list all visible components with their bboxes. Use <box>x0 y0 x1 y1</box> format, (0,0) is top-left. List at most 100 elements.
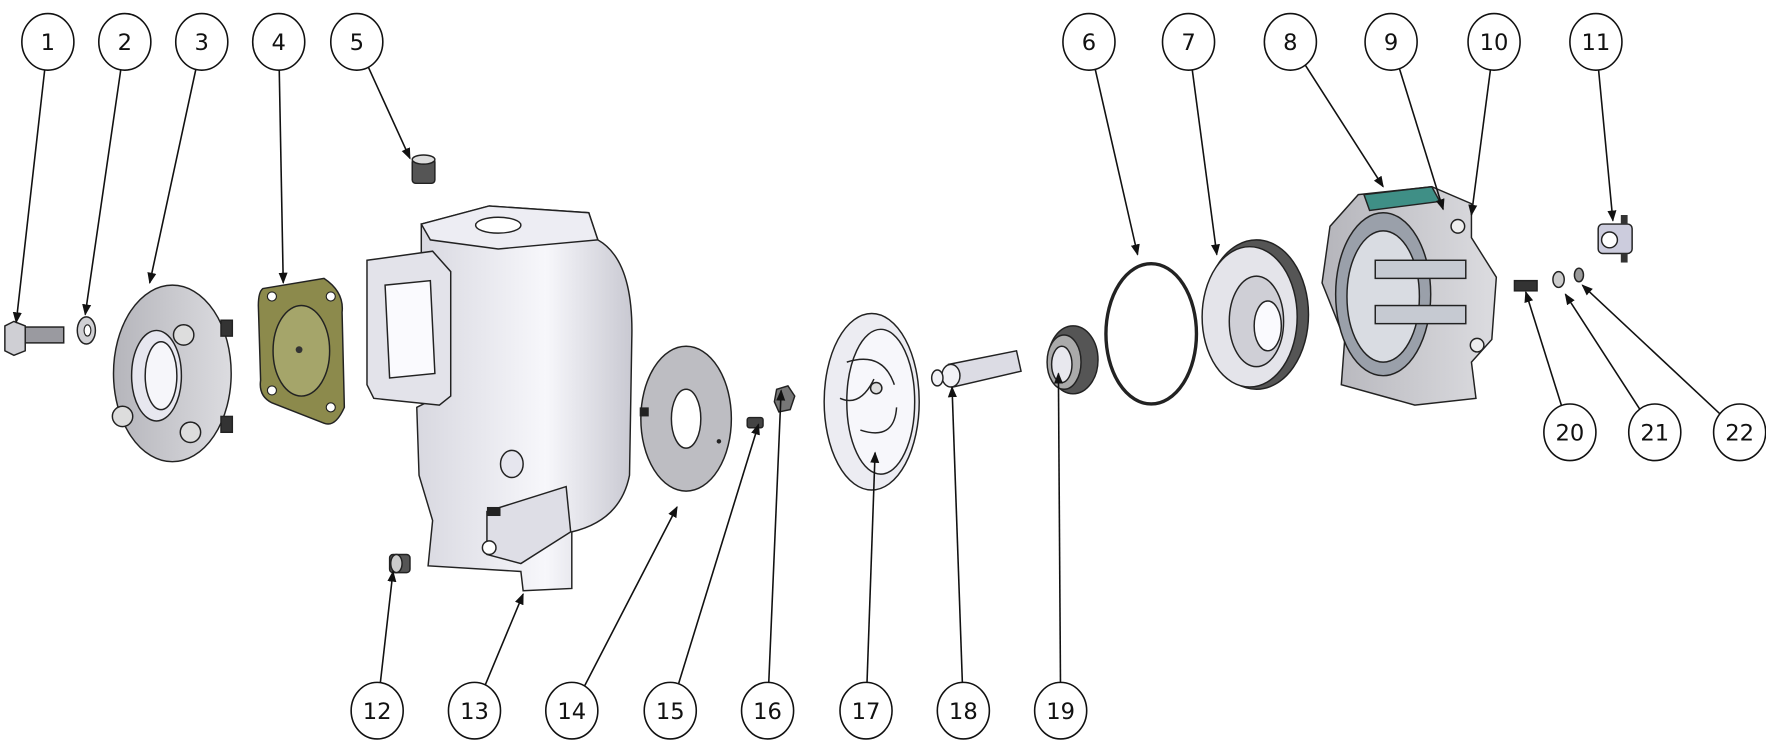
callout-number: 4 <box>272 30 286 56</box>
callout-number: 9 <box>1384 30 1398 56</box>
part-12-drain-plug <box>388 553 411 574</box>
callout-number: 17 <box>852 699 881 725</box>
part-14-wear-plate <box>639 345 733 492</box>
callout-number: 7 <box>1181 30 1195 56</box>
part-16-impeller-nut <box>773 385 796 413</box>
leader-line-22 <box>1581 284 1721 415</box>
leader-line-15 <box>677 423 760 685</box>
leader-line-9 <box>1398 68 1445 211</box>
callout-balloon-13: 13 <box>447 681 502 740</box>
callout-balloon-21: 21 <box>1627 403 1682 462</box>
callout-number: 14 <box>557 699 586 725</box>
leader-line-21 <box>1564 293 1641 410</box>
balloon-circle <box>740 681 795 740</box>
callout-balloon-16: 16 <box>740 681 795 740</box>
callout-balloon-19: 19 <box>1033 681 1088 740</box>
callout-number: 2 <box>118 30 132 56</box>
leader-lines <box>12 64 1721 687</box>
leader-line-1 <box>12 69 46 324</box>
part-4-gasket <box>257 277 346 425</box>
part-22-nut <box>1573 267 1585 283</box>
leader-line-7 <box>1191 69 1220 256</box>
leader-line-2 <box>82 69 122 316</box>
balloon-circle <box>1263 12 1318 71</box>
leader-line-20 <box>1524 290 1563 406</box>
balloon-circle <box>1033 681 1088 740</box>
balloon-circle <box>251 12 306 71</box>
part-5-plug <box>411 154 436 185</box>
callout-balloon-15: 15 <box>643 681 698 740</box>
callout-number: 10 <box>1480 30 1509 56</box>
callout-number: 6 <box>1082 30 1096 56</box>
callout-number: 13 <box>460 699 489 725</box>
callout-balloon-17: 17 <box>839 681 893 740</box>
part-1-bolt <box>4 320 65 357</box>
part-8-bearing-bracket <box>1321 185 1498 406</box>
leader-line-19 <box>1053 372 1063 683</box>
part-13-casing <box>366 205 633 592</box>
part-7-seal-plate <box>1201 239 1310 391</box>
leader-line-6 <box>1094 69 1140 256</box>
callout-balloon-3: 3 <box>174 12 229 71</box>
callout-number: 15 <box>656 699 685 725</box>
balloon-circle <box>1062 12 1116 71</box>
callout-balloon-2: 2 <box>97 12 152 71</box>
callout-balloon-12: 12 <box>350 681 404 740</box>
callout-balloon-5: 5 <box>329 12 384 71</box>
callout-number: 12 <box>363 699 392 725</box>
leader-line-4 <box>278 70 288 285</box>
part-21-washer <box>1552 270 1565 289</box>
balloon-circle <box>936 681 991 740</box>
part-15-screw <box>746 416 764 429</box>
leader-line-18 <box>947 385 964 683</box>
callout-number: 11 <box>1582 30 1611 56</box>
leader-line-8 <box>1304 64 1384 188</box>
part-18-shaft-sleeve <box>930 349 1022 388</box>
leader-line-13 <box>484 593 524 686</box>
callout-number: 20 <box>1555 420 1584 446</box>
callout-number: 8 <box>1283 30 1297 56</box>
leader-line-11 <box>1597 69 1617 222</box>
callout-balloon-8: 8 <box>1263 12 1318 71</box>
callout-balloon-11: 11 <box>1569 12 1623 71</box>
balloon-circle <box>329 12 384 71</box>
leader-line-5 <box>367 66 411 160</box>
leader-line-14 <box>583 505 678 687</box>
callout-balloon-9: 9 <box>1364 12 1418 71</box>
callout-balloon-22: 22 <box>1712 403 1766 462</box>
balloon-circle <box>1543 403 1597 462</box>
balloon-circle <box>1161 12 1216 71</box>
callout-balloon-18: 18 <box>936 681 991 740</box>
callout-balloon-20: 20 <box>1543 403 1597 462</box>
part-20-screw <box>1513 279 1538 292</box>
leader-line-17 <box>866 451 880 683</box>
balloon-circle <box>839 681 893 740</box>
balloon-circle <box>1364 12 1418 71</box>
balloon-circle <box>1569 12 1623 71</box>
part-2-washer <box>76 316 97 345</box>
part-19-mechanical-seal <box>1046 325 1099 395</box>
callout-number: 18 <box>949 699 978 725</box>
parts <box>4 154 1633 592</box>
callout-balloon-6: 6 <box>1062 12 1116 71</box>
callout-number: 16 <box>753 699 782 725</box>
callout-balloon-10: 10 <box>1467 12 1521 71</box>
leader-line-3 <box>147 69 197 285</box>
balloon-circle <box>21 12 75 71</box>
part-11-shaft-clamp <box>1597 215 1633 263</box>
callout-balloon-4: 4 <box>251 12 306 71</box>
balloon-circle <box>544 681 599 740</box>
balloon-circle <box>97 12 152 71</box>
balloon-circle <box>643 681 698 740</box>
balloon-circle <box>1467 12 1521 71</box>
part-6-o-ring <box>1104 261 1199 406</box>
part-17-impeller <box>823 312 920 491</box>
balloon-circle <box>174 12 229 71</box>
callout-number: 5 <box>350 30 364 56</box>
callout-number: 19 <box>1046 699 1075 725</box>
leader-line-10 <box>1468 69 1492 217</box>
callout-number: 1 <box>41 30 55 56</box>
callout-balloon-7: 7 <box>1161 12 1216 71</box>
